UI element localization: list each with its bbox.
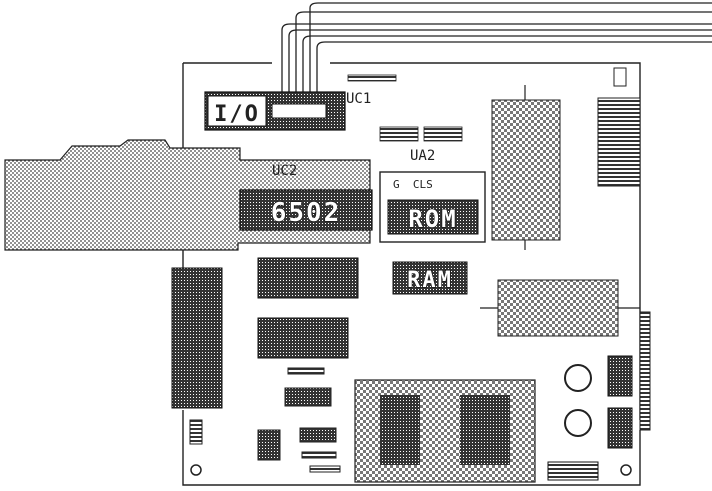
ua2-label: UA2 (410, 148, 435, 164)
edge-connector-left (171, 267, 223, 409)
uc2-label: UC2 (272, 163, 297, 179)
io-chip: I/O (204, 91, 346, 131)
rom-socket: G CLS ROM (379, 171, 486, 243)
ram-label: RAM (407, 268, 453, 293)
edge-strip-right-lower (639, 311, 651, 431)
vertical-module (491, 85, 561, 250)
io-chip-label: I/O (214, 102, 260, 127)
ua2-headers: UA2 (379, 126, 463, 164)
mounting-holes (190, 464, 632, 476)
dip-chip-lower (257, 317, 349, 359)
small-components (189, 367, 341, 473)
ram-chip: RAM (392, 261, 468, 295)
uc1-connector: UC1 (346, 74, 397, 107)
right-chips (547, 355, 633, 481)
capacitors (564, 364, 592, 437)
horizontal-module (480, 279, 640, 337)
edge-connector-right (597, 67, 641, 187)
rom-socket-marks: G CLS (393, 178, 433, 191)
cpu-6502-chip: 6502 (239, 189, 373, 231)
central-pattern-block (354, 379, 536, 483)
ribbon-cable (281, 2, 712, 92)
dip-chip-upper (257, 257, 359, 299)
cpu-label: 6502 (271, 198, 342, 228)
rom-label: ROM (408, 205, 457, 233)
uc1-label: UC1 (346, 91, 371, 107)
